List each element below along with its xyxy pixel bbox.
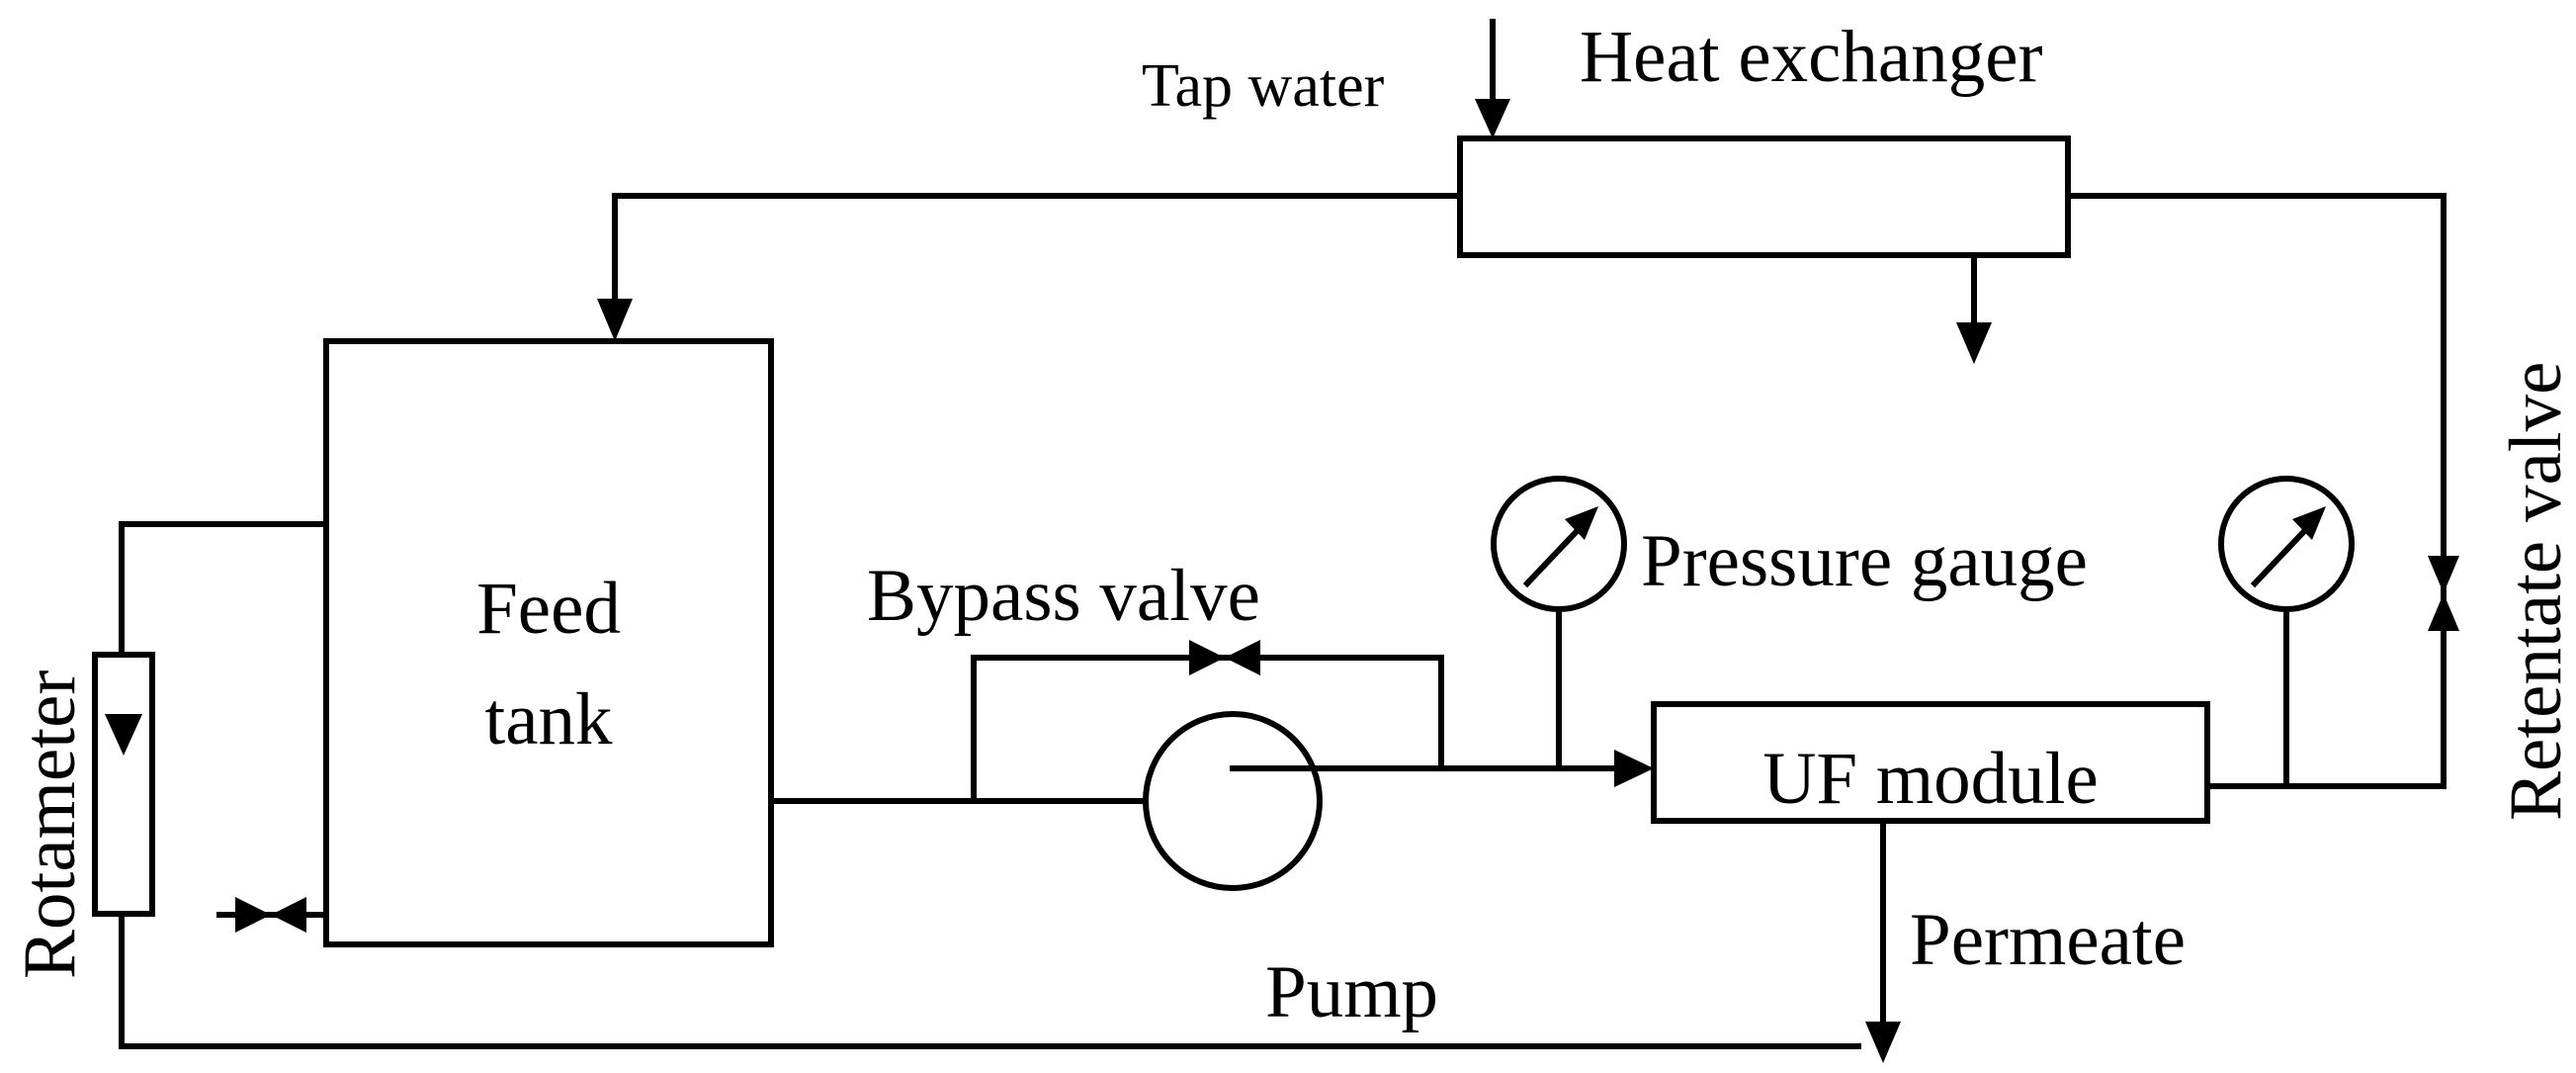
pressure-gauge-label: Pressure gauge [1641, 520, 2088, 602]
bypass-valve-label: Bypass valve [867, 555, 1260, 637]
rotameter-float-icon [105, 714, 142, 756]
heat-exchanger-label: Heat exchanger [1580, 16, 2042, 98]
pressure-gauge-1 [1491, 476, 1627, 612]
pressure-gauge-2-needle-icon [2292, 506, 2326, 540]
feed-tank [323, 338, 774, 947]
uf-module-label: UF module [1762, 738, 2099, 820]
rotameter-to-tank-line [119, 521, 329, 658]
permeate-arrow-icon [1865, 1022, 1901, 1063]
uf-inlet-arrow-icon [1614, 750, 1654, 787]
pressure-gauge-2-needle [2250, 521, 2314, 588]
pressure-gauge-1-needle-icon [1565, 506, 1598, 540]
bypass-valve-icon[interactable] [1189, 640, 1260, 675]
cooling-water-outlet-arrow-icon [1956, 322, 1992, 364]
permeate-label: Permeate [1910, 899, 2186, 981]
pressure-gauge-2 [2218, 476, 2355, 612]
retentate-valve-label: Retentate valve [2495, 362, 2576, 821]
return-line-to-feed-tank [612, 193, 1463, 305]
rotameter-label: Rotameter [9, 671, 91, 979]
pump-label: Pump [1265, 951, 1438, 1033]
tap-water-arrow-icon [1475, 99, 1510, 138]
uf-module [1651, 701, 2210, 824]
tap-water-label: Tap water [1142, 52, 1385, 120]
rotameter [92, 652, 155, 917]
pressure-gauge-1-needle [1522, 521, 1587, 588]
feed-tank-label-line2: tank [484, 678, 613, 760]
feed-tank-label-line1: Feed [476, 568, 621, 650]
permeate-return-line [119, 911, 1861, 1049]
feed-tank-inlet-arrow-icon [597, 299, 633, 341]
pump [1143, 711, 1323, 891]
drain-valve-icon[interactable] [235, 897, 306, 933]
heat-exchanger-unit [1457, 135, 2071, 258]
retentate-valve-icon[interactable] [2428, 556, 2459, 631]
